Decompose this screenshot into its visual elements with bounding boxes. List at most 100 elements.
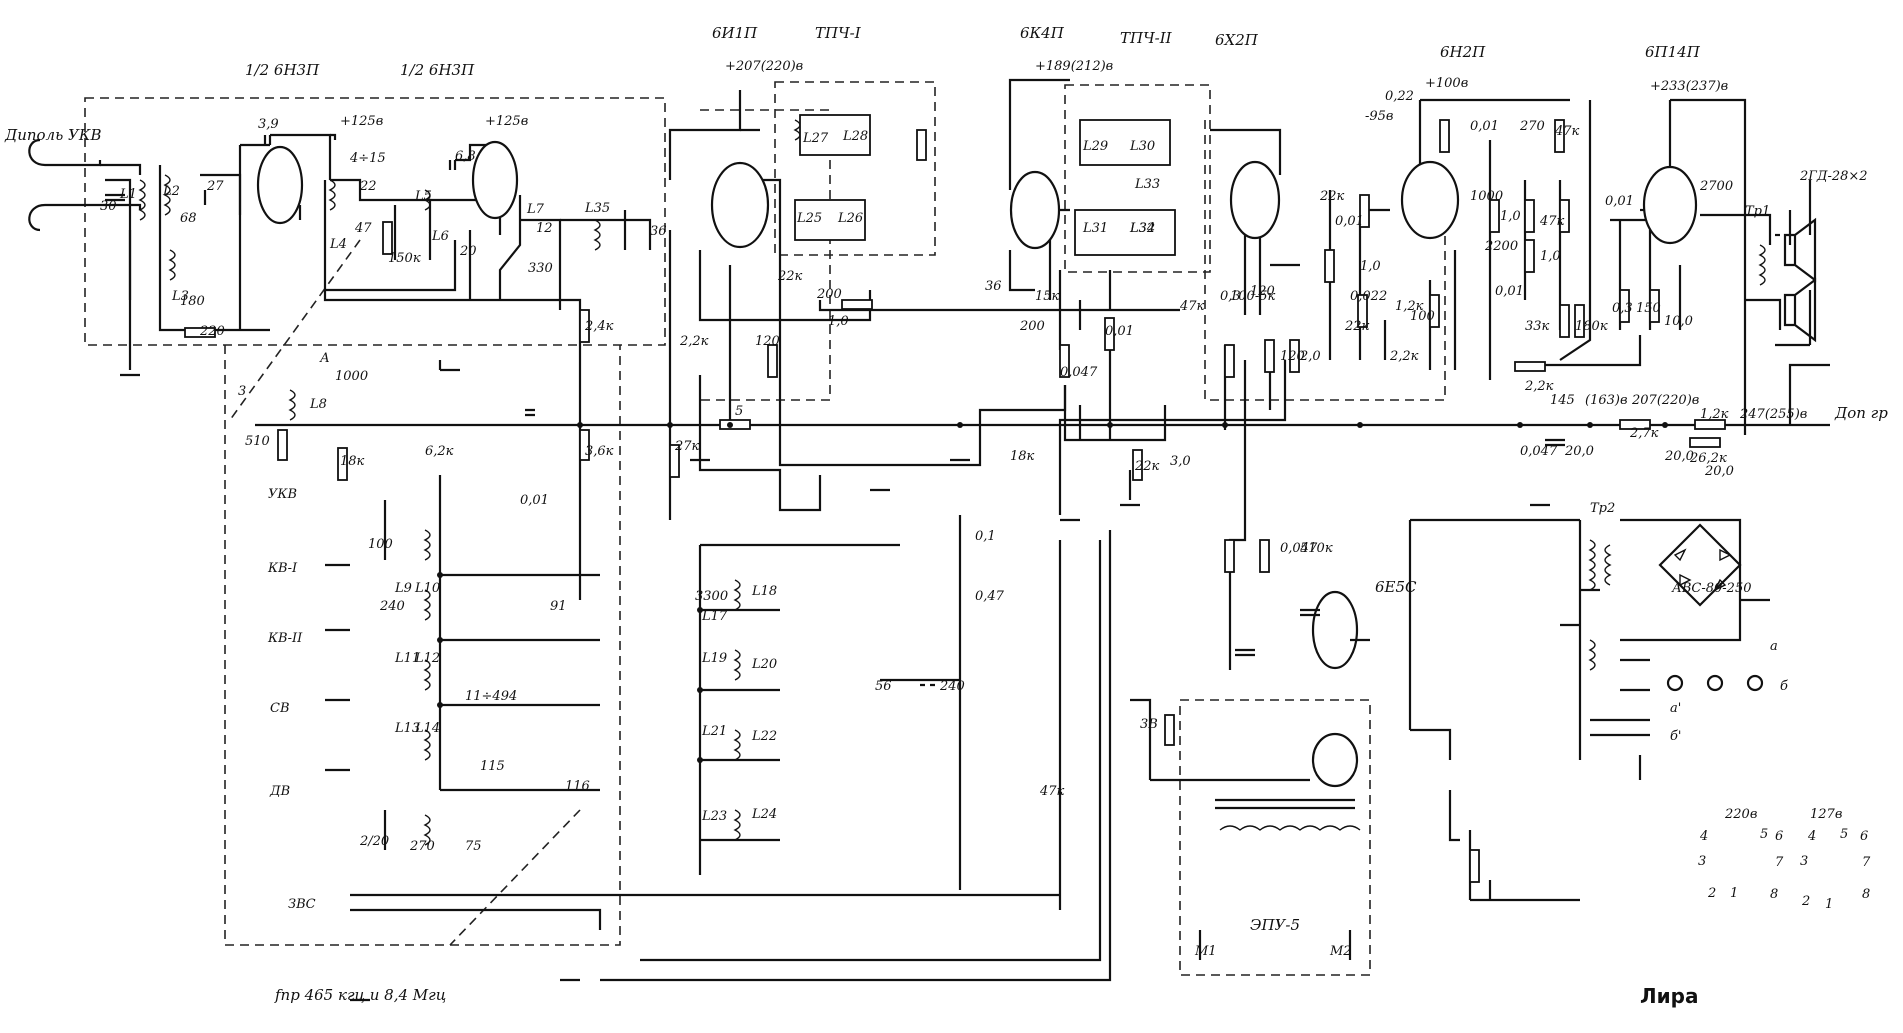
tube-voltage-6n2p: +100в <box>1425 76 1468 91</box>
value-tag-9: 6,8 <box>455 149 476 164</box>
value-tag-70: 2,7к <box>1629 426 1659 441</box>
coil-tag-0: L1 <box>119 187 137 202</box>
lamp-2-icon <box>1706 674 1724 692</box>
coil-tag-4: L5 <box>414 189 432 204</box>
speaker-1-icon <box>1783 217 1817 283</box>
ukv-block-outline <box>84 97 666 346</box>
coil-tag-31: L34 <box>1129 221 1155 236</box>
value-tag-8: 47 <box>354 221 372 236</box>
switch-pin-127-6: 7 <box>1862 855 1871 870</box>
value-tag-73: 20,0 <box>1564 444 1594 459</box>
value-tag-54: 47к <box>1554 124 1580 139</box>
band-label-kv1: КВ-I <box>267 561 298 576</box>
psu-terminal-a2: а' <box>1670 701 1681 716</box>
value-tag-45: 1,0 <box>1360 259 1381 274</box>
vacuum-tubes <box>256 140 1698 788</box>
input-a-label: А <box>319 351 330 366</box>
value-tag-39: 100-5к <box>1230 289 1275 304</box>
value-tag-56: 1,0 <box>1500 209 1521 224</box>
value-tag-67: 2700 <box>1699 179 1733 194</box>
value-tag-5: 3,9 <box>258 117 279 132</box>
lamp-1-icon <box>1666 674 1684 692</box>
capacitors <box>105 135 1565 687</box>
module-label-tr2: Тр2 <box>1590 501 1615 516</box>
value-tag-81: 116 <box>565 779 590 794</box>
diagram-title: Лира <box>1640 984 1698 1008</box>
tube-label-6p14p: 6П14П <box>1645 43 1701 61</box>
if-note: fпр 465 кгц и 8,4 Мгц <box>274 986 446 1004</box>
tube-voltage-6k4p: +189(212)в <box>1035 59 1113 74</box>
speakers <box>1783 217 1817 343</box>
switch-pin-127-1: 2 <box>1801 894 1810 909</box>
tube-6n2p <box>1400 160 1460 240</box>
tube-6e5s <box>1311 590 1359 670</box>
value-tag-59: 1,0 <box>1540 249 1561 264</box>
value-tag-3: 180 <box>180 294 205 309</box>
switch-pin-127-4: 5 <box>1840 827 1848 842</box>
value-tag-47: 0,022 <box>1350 289 1387 304</box>
value-tag-75: 20,0 <box>1704 464 1734 479</box>
tube-label-6n3p-left: 1/2 6Н3П <box>245 61 320 79</box>
switch-pin-127-0: 1 <box>1825 897 1833 912</box>
tube-label-6i1p: 6И1П <box>712 24 758 42</box>
coil-tag-6: L7 <box>526 202 545 217</box>
switch-pin-220-4: 5 <box>1760 827 1768 842</box>
psu-terminal-a: а <box>1770 639 1778 654</box>
junction-dots <box>437 422 1668 763</box>
input-zv-label: 3В <box>1140 717 1158 732</box>
value-tag-50: 2,2к <box>1389 349 1419 364</box>
value-tag-35: 22к <box>1134 459 1160 474</box>
value-tag-23: 27к <box>674 439 700 454</box>
module-label-tr1: Тр1 <box>1745 204 1770 219</box>
coil-tag-18: L21 <box>701 724 727 739</box>
coil-tag-15: L18 <box>751 584 777 599</box>
value-tag-17: 1000 <box>335 369 368 384</box>
value-tag-26: 22к <box>777 269 803 284</box>
value-tag-53: 270 <box>1519 119 1545 134</box>
coil-tag-24: L27 <box>802 131 829 146</box>
value-tag-65: 150 <box>1636 301 1661 316</box>
input-zvs-label: ЗВС <box>288 897 316 912</box>
band-label-dv: ДВ <box>269 784 290 799</box>
epu-terminal-m1: М1 <box>1194 944 1217 959</box>
value-tag-88: 0,1 <box>975 529 996 544</box>
tube-6x2p <box>1229 160 1281 240</box>
coil-tag-29: L32 <box>1129 221 1155 236</box>
value-tag-89: 0,47 <box>975 589 1005 604</box>
tube-label-6n2p: 6Н2П <box>1440 43 1486 61</box>
value-tag-57: 2200 <box>1484 239 1518 254</box>
value-tag-51: 0,22 <box>1385 89 1414 104</box>
value-tag-42: 2,0 <box>1299 349 1321 364</box>
grounds <box>120 368 1580 1002</box>
value-tag-40: 120 <box>1250 284 1275 299</box>
value-tag-30: 15к <box>1035 289 1060 304</box>
value-tag-71: 26,2к <box>1689 451 1727 466</box>
labels: 1/2 6Н3П 1/2 6Н3П 6И1П +207(220)в 6К4П +… <box>4 24 1888 1008</box>
value-tag-44: 0,01 <box>1335 214 1364 229</box>
value-tag-38: 0,3 <box>1220 289 1241 304</box>
coil-tag-17: L20 <box>751 657 777 672</box>
value-tag-12: 12 <box>536 221 553 236</box>
band-label-kv2: КВ-II <box>267 631 303 646</box>
value-tag-25: 120 <box>755 334 780 349</box>
input-z-label: 3 <box>238 384 246 399</box>
value-tag-22: 5 <box>735 404 743 419</box>
value-tag-31: 200 <box>1019 319 1045 334</box>
voltage-label-3: -95в <box>1365 109 1394 124</box>
switch-pin-220-2: 3 <box>1698 854 1706 869</box>
value-tag-27: 200 <box>816 287 842 302</box>
value-tag-32: 0,047 <box>1060 365 1098 380</box>
value-tag-16: 3,6к <box>585 444 614 459</box>
value-tag-83: 75 <box>465 839 482 854</box>
main-wiring <box>28 78 1830 982</box>
coil-tag-23: L26 <box>837 211 863 226</box>
value-tag-72: 0,047 <box>1520 444 1558 459</box>
value-tag-62: 180к <box>1575 319 1608 334</box>
switch-pin-127-5: 6 <box>1860 829 1868 844</box>
value-tag-92: 510к <box>1300 541 1333 556</box>
gang-link-1 <box>229 239 361 421</box>
value-tag-43: 22к <box>1319 189 1345 204</box>
